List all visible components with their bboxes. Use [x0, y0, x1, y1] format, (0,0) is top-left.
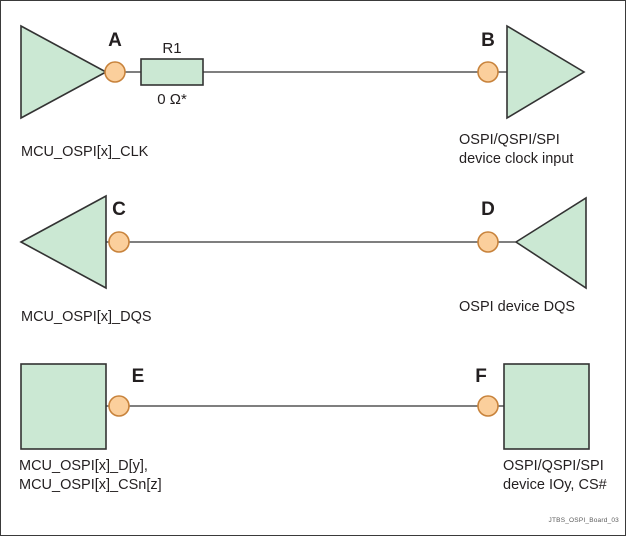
signal-label-mcu-dqs: MCU_OSPI[x]_DQS [21, 309, 152, 325]
device-dqs-output-triangle [514, 196, 587, 290]
resistor-r1-refdes: R1 [162, 40, 181, 57]
node-letter-c: C [112, 199, 126, 220]
signal-label-mcu-data-line1: MCU_OSPI[x]_D[y], [19, 458, 148, 474]
diagram-watermark: JTBS_OSPI_Board_03 [549, 517, 620, 524]
signal-label-device-io-line2: device IOy, CS# [503, 477, 607, 493]
node-letter-e: E [132, 366, 145, 387]
signal-label-device-io-line1: OSPI/QSPI/SPI [503, 458, 604, 474]
test-point-c[interactable] [108, 231, 130, 253]
row-data: E F MCU_OSPI[x]_D[y], MCU_OSPI[x]_CSn[z]… [19, 363, 607, 493]
node-letter-a: A [108, 30, 122, 51]
mcu-clk-driver-triangle [20, 24, 108, 120]
test-point-b[interactable] [477, 61, 499, 83]
resistor-r1-value: 0 Ω* [157, 91, 187, 108]
row-clk: A B R1 0 Ω* MCU_OSPI[x]_CLK OSPI/QSPI/SP… [20, 24, 586, 167]
test-point-f[interactable] [477, 395, 499, 417]
row-dqs: C D MCU_OSPI[x]_DQS OSPI device DQS [19, 194, 587, 325]
signal-label-device-dqs: OSPI device DQS [459, 299, 575, 315]
test-point-a[interactable] [104, 61, 126, 83]
test-point-e[interactable] [108, 395, 130, 417]
signal-label-mcu-clk: MCU_OSPI[x]_CLK [21, 144, 149, 160]
node-letter-f: F [475, 366, 487, 387]
node-letter-b: B [481, 30, 495, 51]
signal-label-device-clk-line1: OSPI/QSPI/SPI [459, 132, 560, 148]
resistor-r1-body [140, 58, 204, 86]
device-io-square [503, 363, 590, 450]
signal-label-device-clk-line2: device clock input [459, 151, 573, 167]
mcu-io-square [20, 363, 107, 450]
mcu-dqs-input-triangle [19, 194, 107, 290]
signal-label-mcu-data-line2: MCU_OSPI[x]_CSn[z] [19, 477, 162, 493]
test-point-d[interactable] [477, 231, 499, 253]
node-letter-d: D [481, 199, 495, 220]
device-clk-input-triangle [506, 24, 586, 120]
